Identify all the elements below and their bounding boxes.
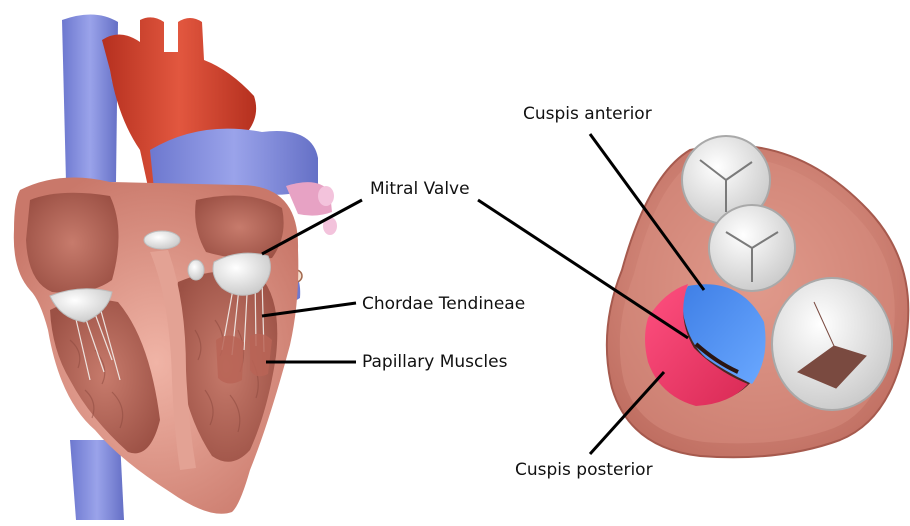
- cuspis-posterior-label: Cuspis posterior: [515, 462, 653, 479]
- papillary-muscle: [216, 335, 244, 383]
- aortic-valve: [709, 205, 795, 291]
- valve-plane-view: [607, 136, 909, 457]
- heart-aortic-valve: [144, 231, 180, 249]
- papillary-muscles-label: Papillary Muscles: [362, 354, 507, 371]
- tricuspid-valve: [772, 278, 892, 410]
- cuspis-anterior-label: Cuspis anterior: [523, 106, 652, 123]
- mitral-valve-label: Mitral Valve: [370, 181, 470, 198]
- heart-cross-section: [14, 14, 337, 520]
- inferior-vena-cava: [70, 440, 124, 520]
- chordae-tendineae-label: Chordae Tendineae: [362, 296, 525, 313]
- right-atrium: [26, 193, 119, 293]
